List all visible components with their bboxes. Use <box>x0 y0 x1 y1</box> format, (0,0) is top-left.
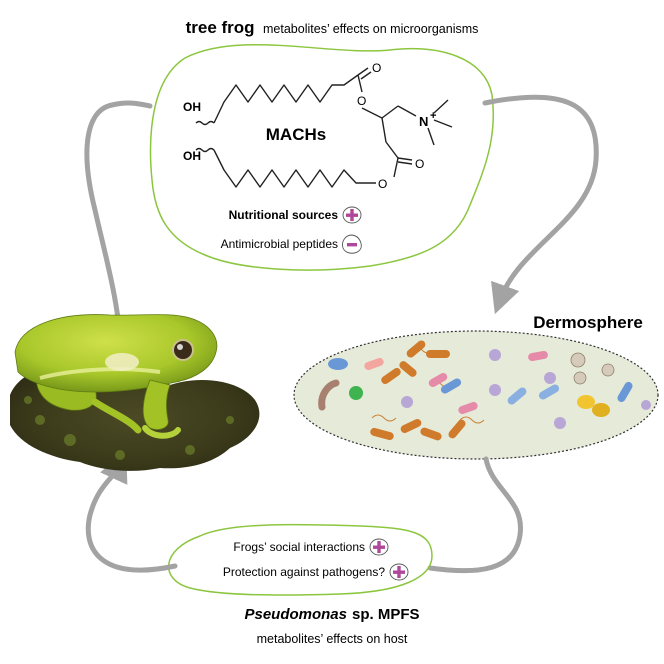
hydroxyl-top-label: OH <box>183 100 201 114</box>
ester-oxygen-top: O <box>357 94 366 108</box>
carbonyl-oxygen-bottom: O <box>415 157 424 171</box>
hydroxyl-bottom-label: OH <box>183 149 201 163</box>
arrow-to-frog <box>88 465 175 570</box>
plus-icon <box>370 539 388 555</box>
minus-icon <box>342 235 361 253</box>
footer-genus: Pseudomonas <box>244 606 347 623</box>
carbonyl-oxygen-top: O <box>372 61 381 75</box>
dermosphere-label: Dermosphere <box>533 313 643 332</box>
header-rest-part: metabolites’ effects on microorganisms <box>263 22 478 36</box>
arrow-to-dermosphere <box>485 97 596 300</box>
pathogen-protection-label: Protection against pathogens? <box>223 565 385 579</box>
ammonium-nitrogen-label: N <box>419 114 428 129</box>
footer-strain: sp. MPFS <box>352 606 420 623</box>
antimicrobial-peptides-label: Antimicrobial peptides <box>221 237 338 251</box>
social-interactions-label: Frogs’ social interactions <box>233 540 365 554</box>
molecule-name: MACHs <box>266 125 326 144</box>
footer-title: Pseudomonas sp. MPFS <box>244 606 419 623</box>
header-bold-part: tree frog <box>186 18 255 37</box>
connector-dermosphere-to-bottom-box <box>430 459 521 571</box>
nutritional-sources-label: Nutritional sources <box>229 208 339 222</box>
plus-icon <box>343 207 361 223</box>
header-title: tree frog metabolites’ effects on microo… <box>186 18 479 37</box>
connector-frog-to-top-box <box>87 103 150 340</box>
dermosphere-dish <box>294 331 658 459</box>
pseudomonas-metabolites-box <box>169 525 432 596</box>
footer-subtitle: metabolites’ effects on host <box>257 632 408 646</box>
ammonium-charge-label: + <box>430 110 436 122</box>
tree-frog-illustration <box>10 315 259 471</box>
plus-icon <box>390 564 408 580</box>
ester-oxygen-bottom: O <box>378 177 387 191</box>
